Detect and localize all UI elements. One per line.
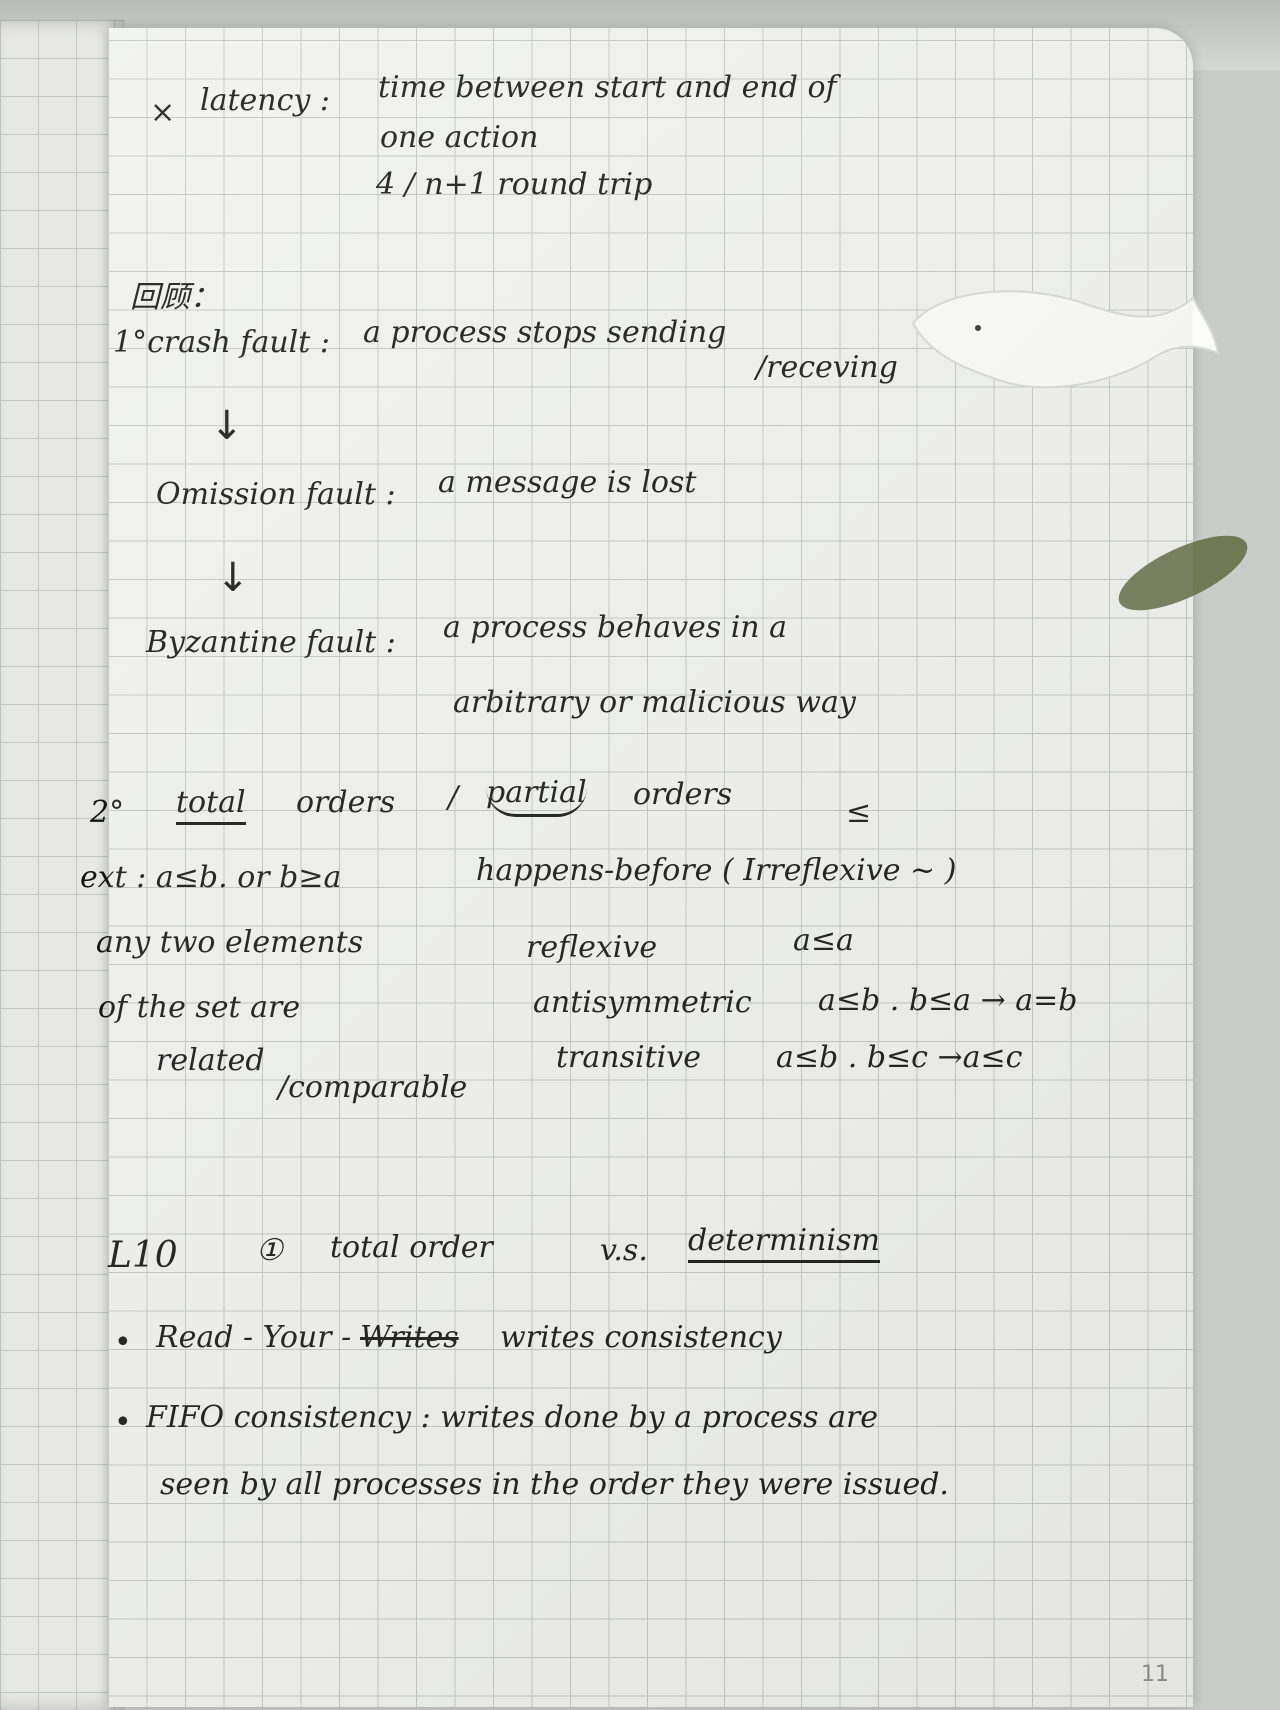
any-two-elements: any two elements (96, 925, 364, 960)
latency-term: latency : (200, 83, 331, 118)
faults-heading: 回顾： (130, 280, 220, 315)
of-the-set-are: of the set are (98, 990, 301, 1025)
latency-marker: × (150, 95, 176, 130)
orders-number: 2° (90, 795, 125, 830)
crash-fault-definition: a process stops sending (363, 315, 727, 350)
crash-fault-term: 1°crash fault : (113, 325, 330, 360)
orders-word-2: orders (633, 777, 733, 812)
fifo-consistency-line-2: seen by all processes in the order they … (160, 1467, 949, 1502)
reflexive-label: reflexive (526, 930, 658, 965)
vs-label: v.s. (600, 1233, 648, 1268)
omission-fault-definition: a message is lost (438, 465, 697, 500)
read-your-writes-suffix: writes consistency (500, 1320, 782, 1355)
down-arrow-icon: ↓ (210, 403, 244, 449)
latency-definition-line-3: 4 / n+1 round trip (376, 167, 653, 202)
lecture-label: L10 (108, 1235, 178, 1276)
latency-definition-line-2: one action (380, 120, 539, 155)
slash-separator: / (448, 780, 459, 815)
fifo-consistency-line-1: FIFO consistency : writes done by a proc… (146, 1400, 879, 1435)
read-your-writes-struck: Writes (360, 1320, 459, 1355)
leaf-shadow (1108, 520, 1258, 626)
happens-before-label: happens-before ( Irreflexive ~ ) (476, 853, 957, 888)
omission-fault-term: Omission fault : (156, 477, 396, 512)
read-your-writes-prefix: Read - Your - (156, 1320, 352, 1355)
byzantine-fault-definition-line-1: a process behaves in a (443, 610, 788, 645)
transitive-expression: a≤b . b≤c →a≤c (776, 1040, 1023, 1075)
total-orders-label: total (176, 788, 246, 825)
antisymmetric-label: antisymmetric (533, 985, 752, 1020)
notebook-page: × latency : time between start and end o… (80, 28, 1258, 1707)
comparable-label: /comparable (278, 1070, 468, 1105)
left-notebook-page (0, 20, 125, 1710)
leq-symbol: ≤ (846, 795, 872, 830)
latency-definition-line-1: time between start and end of (378, 70, 837, 105)
transitive-label: transitive (556, 1040, 701, 1075)
reflexive-expression: a≤a (793, 923, 854, 958)
crash-fault-definition-tail: /receving (756, 350, 898, 385)
related-label: related (156, 1043, 265, 1078)
total-order-label: total order (330, 1230, 493, 1265)
determinism-label: determinism (688, 1226, 880, 1263)
partial-orders-label: partial (486, 778, 587, 817)
bullet: • (114, 1325, 132, 1360)
antisymmetric-expression: a≤b . b≤a → a=b (818, 983, 1078, 1018)
bullet: • (114, 1405, 132, 1440)
down-arrow-icon: ↓ (216, 555, 250, 601)
point-one-marker: ① (256, 1233, 283, 1268)
byzantine-fault-term: Byzantine fault : (146, 625, 396, 660)
whale-sticker (911, 290, 1220, 389)
byzantine-fault-definition-line-2: arbitrary or malicious way (453, 685, 856, 720)
ext-example: ext : a≤b. or b≥a (80, 860, 342, 895)
orders-word: orders (296, 785, 396, 820)
page-number: 11 (1141, 1662, 1169, 1687)
